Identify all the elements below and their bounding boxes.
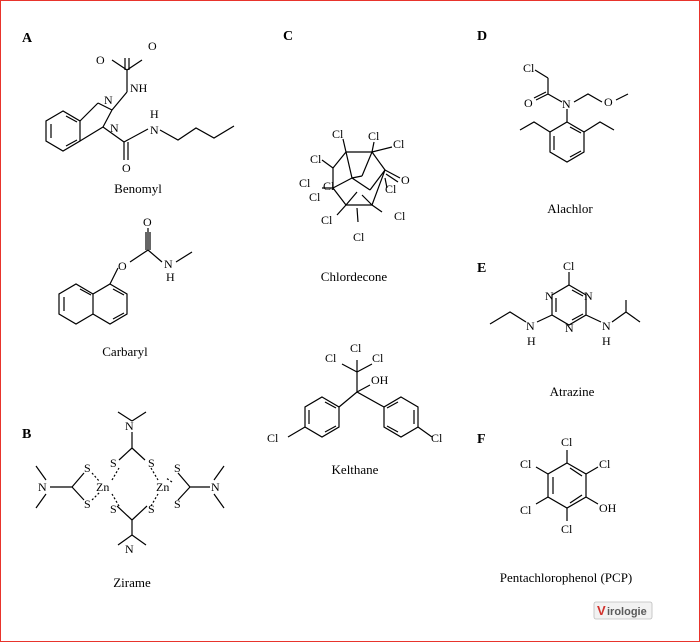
chlordecone-cl5: Cl	[299, 176, 311, 190]
pcp-cl1: Cl	[561, 435, 573, 449]
virologie-logo-text: irologie	[607, 606, 647, 618]
carbaryl-name: Carbaryl	[102, 344, 148, 359]
atrazine-n2: N	[584, 289, 593, 303]
pcp-cl5: Cl	[561, 522, 573, 536]
zirame-atom-zn2: Zn	[156, 480, 169, 494]
chlordecone-o: O	[401, 173, 410, 187]
carbaryl-structure: O O N H	[58, 215, 193, 325]
chlordecone-cl8: Cl	[321, 213, 333, 227]
pcp-cl3: Cl	[520, 457, 532, 471]
zirame-atom-n-bottom: N	[125, 542, 134, 556]
panel-label-b: B	[22, 427, 31, 442]
zirame-name: Zirame	[113, 575, 151, 590]
chlordecone-cl3: Cl	[393, 137, 405, 151]
alachlor-structure: Cl O N O	[519, 61, 629, 163]
atrazine-n5: N	[602, 319, 611, 333]
kelthane-name: Kelthane	[332, 462, 379, 477]
atrazine-h1: H	[527, 334, 536, 348]
atrazine-h2: H	[602, 334, 611, 348]
benomyl-name: Benomyl	[114, 181, 162, 196]
alachlor-o2: O	[604, 95, 613, 109]
alachlor-name: Alachlor	[547, 201, 593, 216]
chlordecone-cl9: Cl	[353, 230, 365, 244]
kelthane-oh: OH	[371, 373, 389, 387]
virologie-logo: V irologie	[593, 601, 653, 620]
pcp-cl2: Cl	[599, 457, 611, 471]
kelthane-cl2: Cl	[350, 341, 362, 355]
carbaryl-atom-n: N	[164, 257, 173, 271]
pcp-oh: OH	[599, 501, 617, 515]
chlordecone-cl11: Cl	[394, 209, 406, 223]
chlordecone-cl1: Cl	[332, 127, 344, 141]
zirame-atom-s7: S	[174, 461, 181, 475]
atrazine-n4: N	[526, 319, 535, 333]
chlordecone-cl4: Cl	[310, 152, 322, 166]
zirame-atom-n-top: N	[125, 419, 134, 433]
panel-label-a: A	[22, 31, 33, 46]
benomyl-structure: N N NH O O O N H	[45, 39, 235, 175]
carbaryl-atom-h: H	[166, 270, 175, 284]
chlordecone-cl10: Cl	[385, 182, 397, 196]
benomyl-atom-o3: O	[122, 161, 131, 175]
kelthane-structure: Cl Cl Cl OH Cl Cl	[267, 341, 443, 445]
kelthane-cl3: Cl	[372, 351, 384, 365]
panel-label-c: C	[283, 29, 293, 44]
kelthane-cl4: Cl	[267, 431, 279, 445]
benomyl-atom-h: H	[150, 107, 159, 121]
panel-label-d: D	[477, 29, 487, 44]
benomyl-atom-nh: NH	[130, 81, 148, 95]
zirame-atom-s8: S	[174, 497, 181, 511]
atrazine-structure: Cl N N N N H N H	[489, 259, 641, 348]
zirame-structure: N N N N Zn Zn S S S S S S S S	[35, 411, 225, 556]
kelthane-cl5: Cl	[431, 431, 443, 445]
chlordecone-structure: Cl Cl Cl Cl Cl Cl Cl Cl Cl Cl Cl O	[299, 127, 410, 244]
carbaryl-atom-o1: O	[118, 259, 127, 273]
virologie-logo-v: V	[597, 603, 606, 618]
zirame-atom-s6: S	[148, 502, 155, 516]
atrazine-cl: Cl	[563, 259, 575, 273]
atrazine-n3: N	[565, 321, 574, 335]
benomyl-atom-o2: O	[148, 39, 157, 53]
benomyl-atom-n3: N	[150, 123, 159, 137]
kelthane-cl1: Cl	[325, 351, 337, 365]
zirame-atom-s3: S	[110, 456, 117, 470]
pcp-name: Pentachlorophenol (PCP)	[500, 570, 633, 585]
atrazine-n1: N	[545, 289, 554, 303]
panel-label-f: F	[477, 432, 486, 447]
benomyl-atom-n2: N	[110, 121, 119, 135]
zirame-atom-zn1: Zn	[96, 480, 109, 494]
zirame-atom-n-right: N	[211, 480, 220, 494]
alachlor-o1: O	[524, 96, 533, 110]
alachlor-cl: Cl	[523, 61, 535, 75]
zirame-atom-s4: S	[148, 456, 155, 470]
carbaryl-atom-o2: O	[143, 215, 152, 229]
chlordecone-name: Chlordecone	[321, 269, 388, 284]
pcp-structure: Cl Cl Cl Cl Cl OH	[520, 435, 617, 536]
alachlor-n: N	[562, 97, 571, 111]
chlordecone-cl7: Cl	[309, 190, 321, 204]
panel-label-e: E	[477, 261, 486, 276]
zirame-atom-n-left: N	[38, 480, 47, 494]
zirame-atom-s5: S	[110, 502, 117, 516]
zirame-atom-s1: S	[84, 461, 91, 475]
chlordecone-cl6: Cl	[323, 179, 335, 193]
zirame-atom-s2: S	[84, 497, 91, 511]
atrazine-name: Atrazine	[550, 384, 595, 399]
benomyl-atom-n1: N	[104, 93, 113, 107]
benomyl-atom-o1: O	[96, 53, 105, 67]
chlordecone-cl2: Cl	[368, 129, 380, 143]
pcp-cl4: Cl	[520, 503, 532, 517]
